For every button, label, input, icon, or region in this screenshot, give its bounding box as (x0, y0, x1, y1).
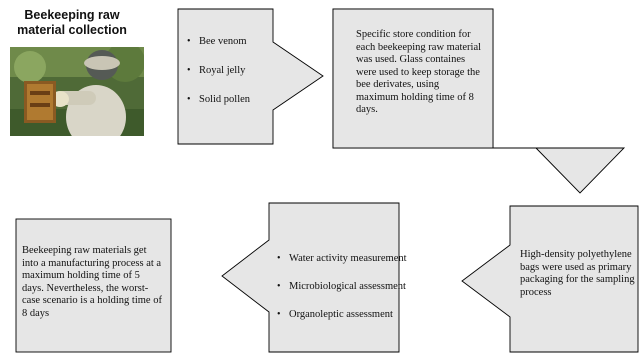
list-item: Bee venom (187, 35, 250, 49)
packaging-text: High-density polyethylene bags were used… (520, 249, 635, 298)
packaging-arrow-box (461, 205, 639, 353)
storage-condition-box (332, 8, 494, 149)
list-item: Water activity measurement (277, 252, 406, 266)
beekeeper-photo-icon (10, 47, 144, 136)
list-item: Microbiological assessment (277, 280, 407, 294)
diagram-title: Beekeeping raw material collection (17, 8, 127, 37)
assessment-list: Water activity measurement Microbiologic… (277, 252, 407, 336)
manufacturing-text: Beekeeping raw materials get into a manu… (22, 245, 162, 319)
list-item: Solid pollen (187, 93, 250, 107)
list-item: Organoleptic assessment (277, 308, 407, 322)
storage-condition-text: Specific store condition for each beekee… (356, 29, 482, 115)
list-item: Royal jelly (187, 64, 250, 78)
bee-products-list: Bee venom Royal jelly Solid pollen (187, 35, 250, 122)
manufacturing-box (15, 218, 172, 353)
